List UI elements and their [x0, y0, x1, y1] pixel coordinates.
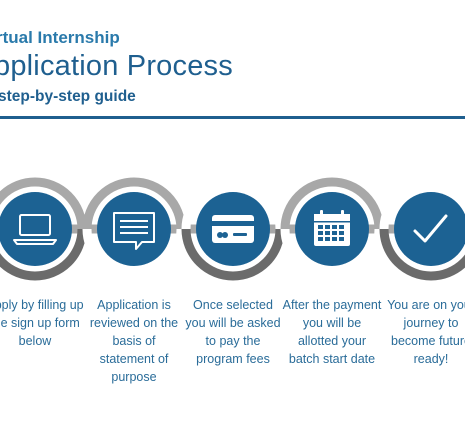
step-1-text: Apply by filling up the sign up form bel… — [0, 298, 84, 348]
step-1-circle — [0, 192, 72, 266]
header-divider — [0, 116, 465, 119]
page-subtitle: step-by-step guide — [0, 88, 136, 105]
step-2-text: Application is reviewed on the basis of … — [89, 298, 179, 384]
step-5-circle — [394, 192, 465, 266]
page-title: pplication Process — [0, 50, 233, 82]
step-5-ring — [379, 228, 465, 281]
credit-card-icon — [212, 215, 254, 243]
header: rtual Internship pplication Process step… — [0, 0, 465, 130]
step-4 — [280, 177, 384, 281]
process-flow — [0, 177, 465, 281]
laptop-icon — [13, 214, 57, 245]
eyebrow-text: rtual Internship — [0, 28, 120, 47]
step-4-ring — [280, 177, 384, 230]
step-2 — [82, 177, 186, 281]
checkmark-icon — [413, 214, 448, 243]
step-1 — [0, 177, 87, 281]
step-3 — [181, 177, 285, 281]
message-icon — [113, 212, 155, 250]
step-1-ring — [0, 228, 87, 281]
step-2-circle — [97, 192, 171, 266]
calendar-icon — [314, 210, 350, 246]
step-4-text: After the payment you will be allotted y… — [282, 298, 382, 366]
step-3-text: Once selected you will be asked to pay t… — [185, 298, 281, 366]
step-3-ring — [181, 228, 285, 281]
step-5 — [379, 177, 465, 281]
step-5-text: You are on your journey to become future… — [387, 298, 465, 366]
step-2-ring — [82, 177, 186, 230]
